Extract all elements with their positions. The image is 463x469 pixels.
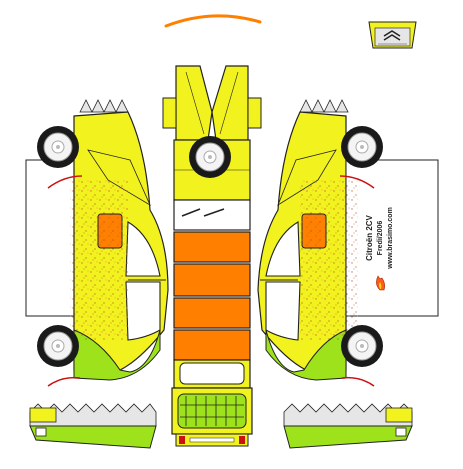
hood-arc-piece (164, 14, 262, 28)
left-rear-wheel (36, 324, 80, 368)
left-running-board (29, 403, 157, 449)
left-side-panel (25, 99, 169, 387)
credits-block: Citroën 2CV Fredi/2006 www.brasimo.com (365, 207, 394, 270)
right-front-wheel (340, 125, 384, 169)
wiper-icon (181, 208, 225, 217)
citroen-chevron-icon (383, 30, 401, 41)
author-text: Fredi/2006 (377, 221, 384, 256)
right-side-panel (257, 99, 439, 387)
luggage-rack (177, 393, 247, 429)
roof-hood-strip (162, 65, 262, 447)
model-name-text: Citroën 2CV (365, 214, 374, 260)
left-front-wheel (36, 125, 80, 169)
right-running-board (283, 403, 413, 449)
spare-wheel (188, 135, 232, 179)
front-grille-piece (368, 21, 417, 49)
flame-icon (376, 275, 385, 291)
website-text: www.brasimo.com (387, 207, 394, 270)
right-rear-wheel (340, 324, 384, 368)
